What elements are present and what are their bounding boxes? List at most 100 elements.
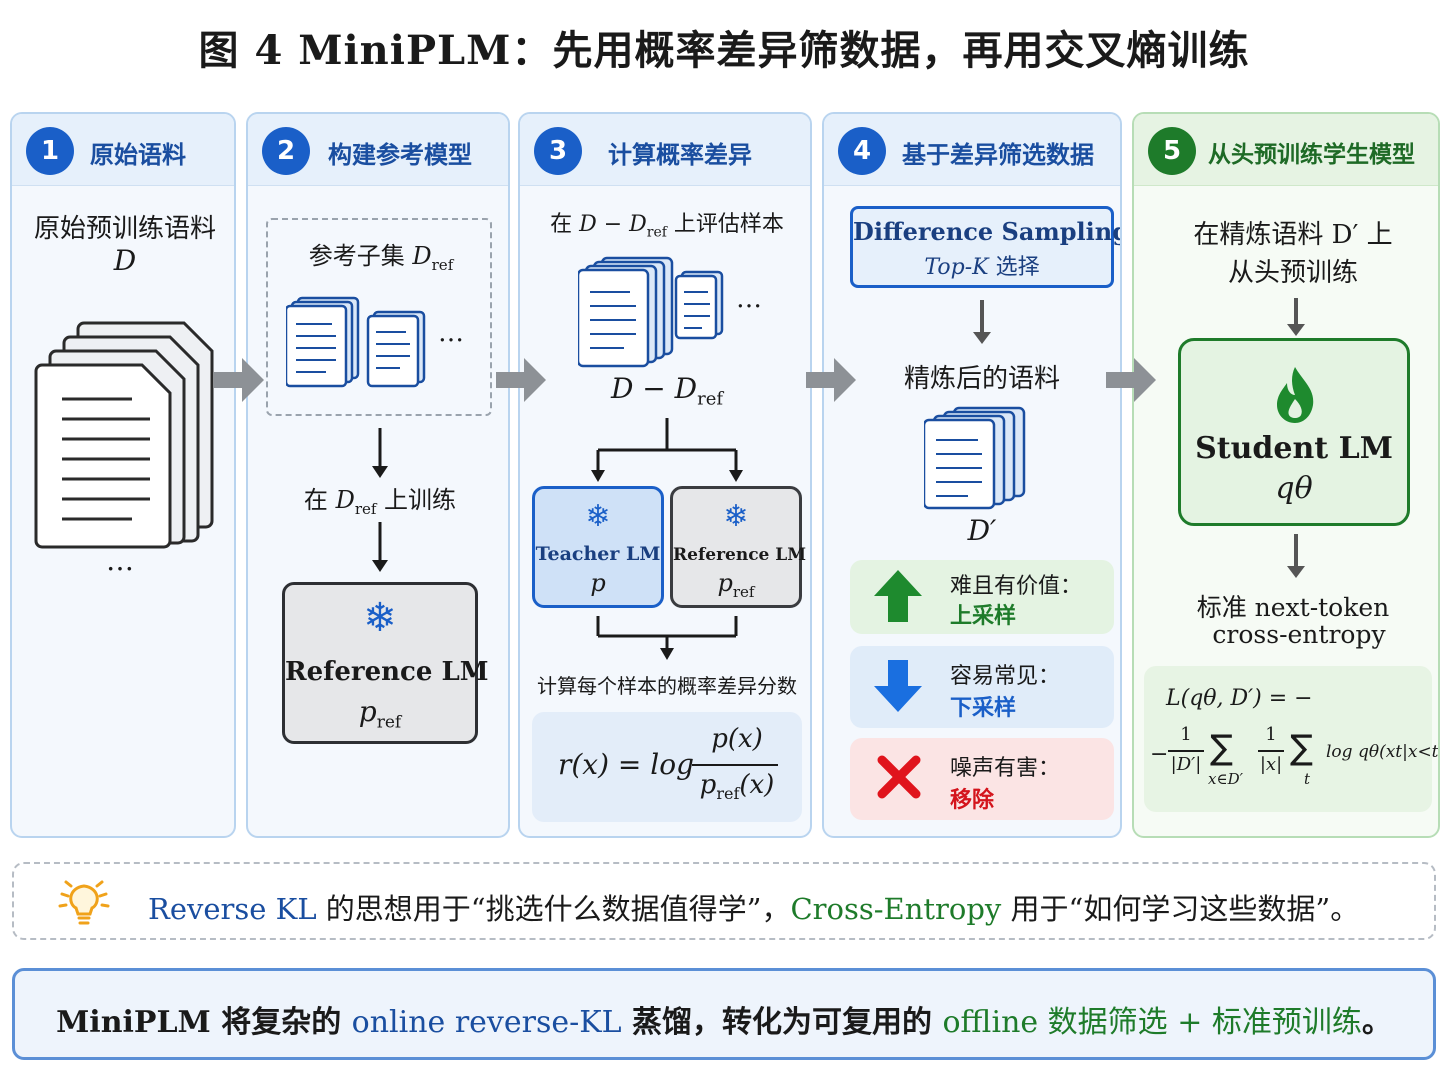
panel-reference-model: 2 构建参考模型 参考子集 Dref … 在 Dref 上训练 ❄ Refer (246, 112, 510, 838)
flow-arrow-icon (806, 358, 856, 402)
formula-denominator: pref(x) (699, 770, 775, 804)
arrow-down-icon (973, 300, 991, 344)
model-var: pref (358, 695, 402, 733)
student-lm-box: Student LM qθ (1178, 338, 1410, 526)
sum2: ∑ (1290, 728, 1313, 768)
document-icons (286, 296, 426, 388)
panel-title: 原始语料 (90, 141, 186, 169)
insight-text: Reverse KL 的思想用于“挑选什么数据值得学”，Cross-Entrop… (148, 892, 1360, 926)
arrow-down-icon (1287, 534, 1305, 578)
summary-box: MiniPLM 将复杂的 online reverse-KL 蒸馏，转化为可复用… (12, 968, 1436, 1060)
insight-box: Reverse KL 的思想用于“挑选什么数据值得学”，Cross-Entrop… (12, 862, 1436, 940)
snowflake-icon: ❄ (723, 499, 749, 534)
step-number: 1 (26, 127, 74, 175)
pretrain-line2: 从头预训练 (1227, 258, 1358, 288)
branch-connector (591, 418, 743, 482)
panel-title: 从头预训练学生模型 (1208, 142, 1415, 168)
flame-icon (1277, 367, 1314, 423)
arrow-down-icon (1287, 298, 1305, 336)
snowflake-icon: ❄ (363, 595, 397, 641)
document-icons (578, 256, 724, 368)
arrow-down-icon (874, 660, 922, 712)
formula-line1: L(qθ, D′) = − (1166, 686, 1313, 711)
figure-title: 图 4 MiniPLM：先用概率差异筛数据，再用交叉熵训练 (198, 27, 1250, 74)
document-icons (924, 406, 1026, 510)
sum1-sub: x∈D′ (1208, 770, 1243, 788)
rule-action: 移除 (950, 787, 995, 813)
teacher-lm-box: ❄ Teacher LM p (532, 486, 664, 608)
student-name: Student LM (1195, 431, 1393, 466)
reference-lm-box: ❄ Reference LM pref (670, 486, 807, 608)
student-var: qθ (1275, 471, 1313, 506)
document-stack-icon (34, 321, 214, 549)
method-detail: Top-K 选择 (924, 255, 1040, 280)
panel-difference-filter: 4 基于差异筛选数据 Difference Sampling Top-K 选择 … (822, 112, 1122, 838)
rule-action: 上采样 (950, 603, 1017, 629)
rule-label: 难且有价值： (950, 574, 1083, 599)
rule-label: 噪声有害： (950, 756, 1061, 781)
step-number: 5 (1148, 127, 1196, 175)
rule-label: 容易常见： (950, 664, 1061, 689)
merge-connector (596, 616, 738, 660)
formula-lhs: r(x) = log (558, 748, 695, 781)
rule-downsample: 容易常见： 下采样 (850, 646, 1114, 728)
loss-line1: 标准 next-token (1196, 593, 1390, 622)
model-name: Reference LM (285, 657, 489, 687)
frac2-den: |x| (1259, 754, 1283, 775)
subset-label: 参考子集 Dref (308, 242, 454, 274)
cross-icon (877, 755, 921, 799)
eval-set-label: D − Dref (610, 372, 724, 410)
pretrain-line1: 在精炼语料 D′ 上 (1193, 220, 1393, 250)
step-number: 4 (838, 127, 886, 175)
snowflake-icon: ❄ (585, 499, 611, 534)
teacher-name: Teacher LM (535, 543, 661, 565)
fraction-bar (1168, 750, 1204, 752)
panel-header: 2 构建参考模型 (248, 114, 508, 186)
fraction-bar (1258, 750, 1284, 752)
panel-title: 构建参考模型 (328, 141, 472, 169)
panel-raw-corpus: 1 原始语料 原始预训练语料 D … (10, 112, 236, 838)
reference-lm-box: ❄ Reference LM pref (282, 582, 489, 744)
sum2-sub: t (1304, 770, 1311, 788)
frac2-num: 1 (1265, 724, 1277, 745)
loss-line2: cross-entropy (1212, 620, 1386, 649)
flow-arrow-icon (1106, 358, 1156, 402)
arrow-down-icon (372, 428, 388, 478)
formula-minus: − (1150, 742, 1169, 767)
fraction-bar (692, 764, 778, 766)
panel-title: 计算概率差异 (608, 141, 752, 169)
rule-action: 下采样 (950, 695, 1017, 721)
panel-title: 基于差异筛选数据 (902, 141, 1094, 169)
ellipsis: … (438, 318, 464, 348)
panel-header: 3 计算概率差异 (520, 114, 810, 186)
formula-tail: log qθ(xt|x<t) (1326, 742, 1440, 762)
reference-subset-box: 参考子集 Dref … (266, 218, 492, 416)
step-number: 2 (262, 127, 310, 175)
panel-header: 1 原始语料 (12, 114, 234, 186)
panel-probability-diff: 3 计算概率差异 在 D − Dref 上评估样本 … D − Dref (518, 112, 812, 838)
lightbulb-icon (58, 880, 110, 925)
flow-arrow-icon (496, 358, 546, 402)
summary-text: MiniPLM 将复杂的 online reverse-KL 蒸馏，转化为可复用… (56, 1005, 1392, 1040)
flow-arrow-icon (214, 358, 264, 402)
difference-sampling-box: Difference Sampling Top-K 选择 (850, 206, 1122, 288)
frac1-den: |D′| (1170, 754, 1202, 775)
train-label: 在 Dref 上训练 (303, 486, 457, 518)
arrow-up-icon (874, 570, 922, 622)
arrow-down-icon (372, 522, 388, 572)
formula-box: r(x) = log p(x) pref(x) (532, 712, 802, 822)
ellipsis: … (106, 544, 134, 577)
teacher-var: p (590, 569, 606, 597)
score-caption: 计算每个样本的概率差异分数 (537, 674, 797, 698)
method-name: Difference Sampling (853, 217, 1122, 246)
refined-label: 精炼后的语料 (903, 364, 1060, 394)
ce-formula-box: L(qθ, D′) = − − 1 |D′| ∑ x∈D′ 1 |x| ∑ t … (1144, 666, 1438, 812)
rule-remove: 噪声有害： 移除 (850, 738, 1114, 820)
eval-label: 在 D − Dref 上评估样本 (550, 212, 784, 241)
step-number: 3 (534, 127, 582, 175)
rule-upsample: 难且有价值： 上采样 (850, 560, 1114, 634)
ref-name: Reference LM (673, 545, 807, 565)
panel-header: 4 基于差异筛选数据 (824, 114, 1120, 186)
frac1-num: 1 (1180, 724, 1192, 745)
panel-header: 5 从头预训练学生模型 (1134, 114, 1438, 186)
